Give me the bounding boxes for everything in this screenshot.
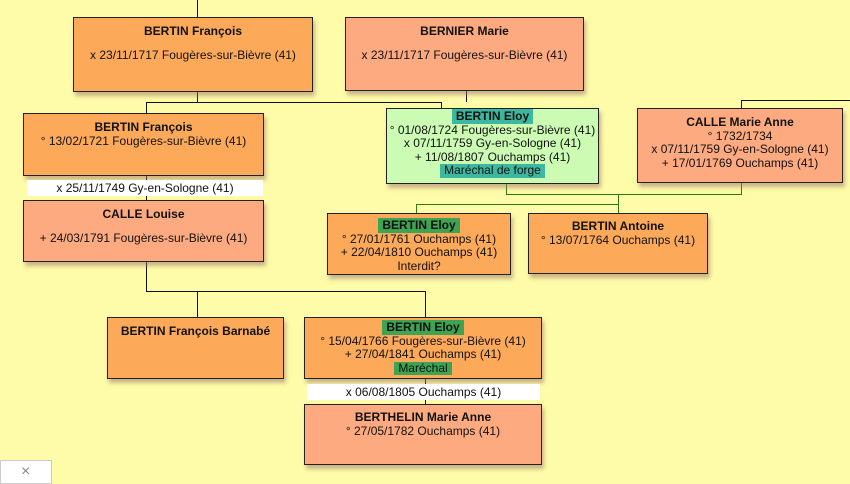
death-line: + 22/04/1810 Ouchamps (41) (340, 245, 498, 259)
bottom-panel: × (0, 460, 52, 484)
connector (146, 291, 426, 292)
connector (197, 91, 198, 102)
birth-line: ° 15/04/1766 Fougères-sur-Bièvre (41) (320, 333, 526, 348)
death-line: + 24/03/1791 Fougères-sur-Bièvre (41) (39, 230, 248, 245)
connector (466, 90, 467, 102)
person-box-bertin-eloy-1724[interactable]: BERTIN Eloy ° 01/08/1724 Fougères-sur-Bi… (386, 108, 599, 184)
death-line: + 11/08/1807 Ouchamps (41) (414, 149, 571, 164)
birth-line: ° 01/08/1724 Fougères-sur-Bièvre (41) (389, 122, 596, 137)
person-name: BERTIN Eloy (451, 109, 534, 124)
connector (146, 102, 147, 113)
person-name: BERTIN François (94, 120, 193, 134)
person-box-calle-marie-anne[interactable]: CALLE Marie Anne ° 1732/1734 x 07/11/175… (637, 108, 843, 183)
death-line: + 17/01/1769 Ouchamps (41) (661, 155, 819, 170)
connector (741, 100, 850, 101)
person-name: BERNIER Marie (420, 24, 509, 38)
person-name: BERTIN Antoine (571, 219, 665, 233)
birth-line: ° 27/01/1761 Ouchamps (41) (341, 231, 497, 246)
profession: Maréchal de forge (440, 163, 545, 178)
marriage-label: x 25/11/1749 Gy-en-Sologne (41) (27, 180, 263, 196)
connector (741, 100, 742, 108)
connector (197, 291, 198, 317)
birth-line: ° 27/05/1782 Ouchamps (41) (345, 423, 501, 438)
profession: Maréchal (394, 361, 452, 375)
birth-line: ° 1732/1734 (707, 128, 773, 143)
connector (416, 204, 417, 213)
person-box-bertin-antoine[interactable]: BERTIN Antoine ° 13/07/1764 Ouchamps (41… (528, 213, 708, 274)
connector (618, 194, 619, 213)
marriage-label: x 06/08/1805 Ouchamps (41) (307, 384, 540, 400)
marriage-line: x 07/11/1759 Gy-en-Sologne (41) (651, 142, 829, 156)
person-name: BERTIN François Barnabé (120, 324, 271, 338)
birth-line: ° 13/02/1721 Fougères-sur-Bièvre (41) (40, 133, 247, 148)
note-line: Interdit? (397, 258, 441, 273)
person-name: BERTHELIN Marie Anne (354, 410, 492, 424)
connector (441, 102, 442, 108)
marriage-line: x 07/11/1759 Gy-en-Sologne (41) (403, 136, 582, 150)
person-name: CALLE Marie Anne (686, 115, 794, 129)
marriage-line: x 23/11/1717 Fougères-sur-Bièvre (41) (90, 47, 296, 62)
connector (741, 182, 742, 194)
connector (506, 194, 742, 195)
person-box-bertin-eloy-1761[interactable]: BERTIN Eloy ° 27/01/1761 Ouchamps (41) +… (327, 213, 511, 275)
marriage-line: x 23/11/1717 Fougères-sur-Bièvre (41) (361, 47, 568, 62)
person-name: BERTIN François (143, 24, 242, 38)
person-name: BERTIN Eloy (378, 218, 460, 233)
person-box-bertin-francois-barnabe[interactable]: BERTIN François Barnabé (107, 317, 284, 379)
person-box-bernier-marie[interactable]: BERNIER Marie x 23/11/1717 Fougères-sur-… (345, 17, 584, 91)
person-box-bertin-francois-sr[interactable]: BERTIN François x 23/11/1717 Fougères-su… (73, 17, 313, 92)
person-name: CALLE Louise (102, 207, 185, 221)
close-icon[interactable]: × (21, 463, 31, 480)
person-name: BERTIN Eloy (382, 320, 464, 335)
connector (506, 183, 507, 194)
person-box-bertin-eloy-1766[interactable]: BERTIN Eloy ° 15/04/1766 Fougères-sur-Bi… (304, 317, 542, 379)
death-line: + 27/04/1841 Ouchamps (41) (344, 347, 502, 361)
connector (146, 261, 147, 291)
person-box-bertin-francois-jr[interactable]: BERTIN François ° 13/02/1721 Fougères-su… (23, 113, 264, 176)
connector (197, 0, 198, 17)
birth-line: ° 13/07/1764 Ouchamps (41) (540, 232, 696, 247)
connector (416, 204, 619, 205)
connector (425, 291, 426, 317)
person-box-calle-louise[interactable]: CALLE Louise + 24/03/1791 Fougères-sur-B… (23, 200, 264, 262)
connector (146, 102, 442, 103)
person-box-berthelin-marie-anne[interactable]: BERTHELIN Marie Anne ° 27/05/1782 Oucham… (304, 404, 542, 465)
